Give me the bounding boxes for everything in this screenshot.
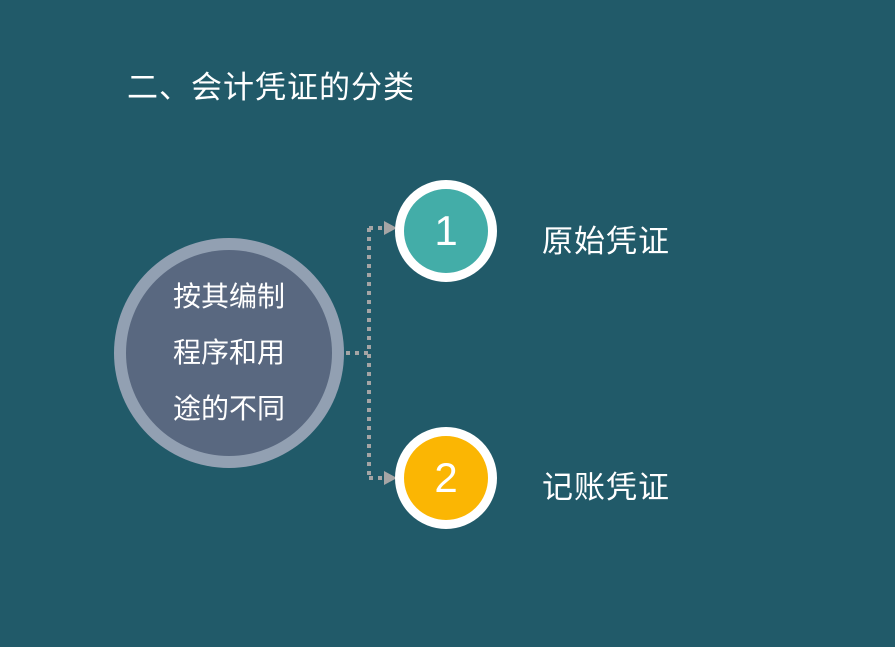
center-node-line: 程序和用 — [172, 336, 285, 369]
branch-label-1: 原始凭证 — [542, 224, 670, 260]
slide-title: 二、会计凭证的分类 — [127, 70, 415, 106]
center-node-inner: 按其编制 程序和用 途的不同 — [126, 250, 332, 456]
branch-number: 2 — [434, 454, 458, 501]
branch-number: 1 — [434, 207, 458, 254]
center-node-line: 途的不同 — [172, 392, 285, 425]
branch-number-badge-2: 2 — [395, 427, 497, 529]
center-node: 按其编制 程序和用 途的不同 — [114, 238, 344, 468]
center-node-line: 按其编制 — [172, 280, 285, 313]
branch-number-badge-1: 1 — [395, 180, 497, 282]
branch-label-2: 记账凭证 — [542, 470, 670, 506]
